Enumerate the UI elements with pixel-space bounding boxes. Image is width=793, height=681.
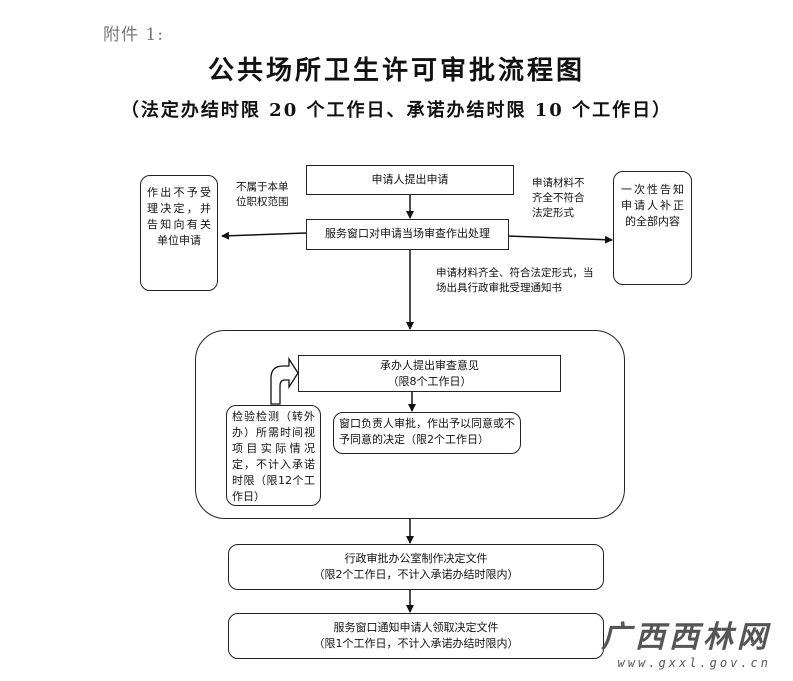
step-apply: 申请人提出申请: [306, 165, 514, 195]
page-subtitle: （法定办结时限 20 个工作日、承诺办结时限 10 个工作日）: [120, 100, 673, 121]
step-notify-line1: 服务窗口通知申请人领取决定文件: [333, 621, 499, 634]
accept-note-label: 申请材料齐全、符合法定形式，当场出具行政审批受理通知书: [436, 267, 594, 294]
page-title: 公共场所卫生许可审批流程图: [207, 56, 585, 86]
reject-note-label: 不属于本单位职权范围: [236, 181, 289, 208]
step-window-review-label: 服务窗口对申请当场审查作出处理: [325, 227, 490, 240]
reject-box-label: 作出不予受理决定，并告知向有关单位申请: [147, 186, 211, 247]
reject-note: 不属于本单位职权范围: [236, 180, 296, 210]
step-handler-line1: 承办人提出审查意见: [380, 359, 479, 372]
step-window-review: 服务窗口对申请当场审查作出处理: [306, 219, 509, 250]
step-office-line1: 行政审批办公室制作决定文件: [344, 552, 488, 565]
inspection-box: 检验检测（转外办）所需时间视项目实际情况定，不计入承诺时限（限12个工作日）: [226, 405, 321, 506]
step-window-head-label: 窗口负责人审批，作出予以同意或不予同意的决定（限2个工作日）: [339, 417, 515, 446]
reject-box: 作出不予受理决定，并告知向有关单位申请: [140, 175, 218, 291]
inspection-box-label: 检验检测（转外办）所需时间视项目实际情况定，不计入承诺时限（限12个工作日）: [232, 410, 315, 503]
accept-note: 申请材料齐全、符合法定形式，当场出具行政审批受理通知书: [436, 266, 596, 296]
correction-box-label: 一次性告知申请人补正的全部内容: [621, 183, 684, 228]
step-office-line2: （限2个工作日，不计入承诺办结时限内）: [313, 568, 519, 581]
return-arrow-icon: [270, 356, 299, 405]
step-office-decision: 行政审批办公室制作决定文件 （限2个工作日，不计入承诺办结时限内）: [228, 544, 604, 590]
watermark-name: 广西西林网: [601, 620, 771, 655]
step-notify-line2: （限1个工作日，不计入承诺办结时限内）: [313, 637, 519, 650]
review-stage-container: [195, 330, 625, 519]
step-notify-applicant: 服务窗口通知申请人领取决定文件 （限1个工作日，不计入承诺办结时限内）: [228, 613, 604, 659]
incomplete-note: 申请材料不齐全不符合法定形式: [532, 176, 590, 221]
step-window-head-approval: 窗口负责人审批，作出予以同意或不予同意的决定（限2个工作日）: [333, 412, 521, 454]
watermark: 广西西林网 www.gxxl.gov.cn: [601, 612, 771, 670]
step-handler-review: 承办人提出审查意见 （限8个工作日）: [298, 355, 561, 392]
attachment-label: 附件 1:: [103, 25, 164, 45]
step-apply-label: 申请人提出申请: [371, 173, 449, 186]
incomplete-note-label: 申请材料不齐全不符合法定形式: [532, 177, 585, 219]
step-handler-line2: （限8个工作日）: [387, 375, 472, 388]
watermark-url: www.gxxl.gov.cn: [617, 656, 771, 670]
correction-box: 一次性告知申请人补正的全部内容: [613, 171, 692, 285]
